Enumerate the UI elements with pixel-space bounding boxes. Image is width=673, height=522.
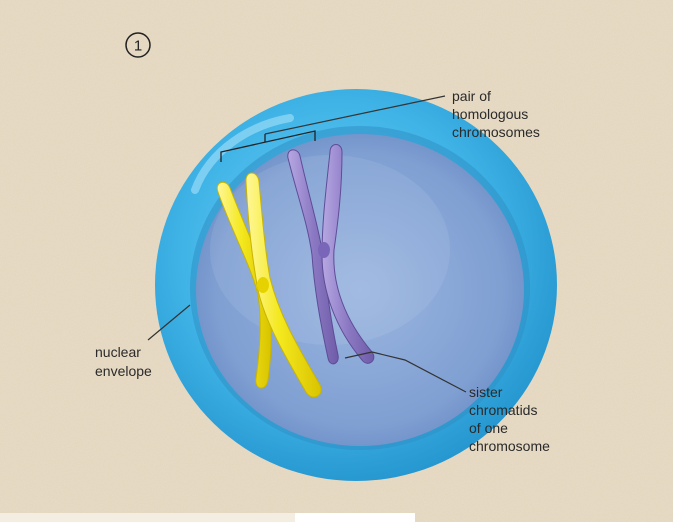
purple-centromere	[318, 242, 330, 258]
step-number-text: 1	[134, 38, 142, 55]
label-chromatids-line1: sister	[469, 384, 503, 400]
label-homologous-line2: homologous	[452, 106, 528, 122]
label-chromatids-line4: chromosome	[469, 438, 550, 454]
label-envelope-line1: nuclear	[95, 344, 141, 360]
label-homologous-line1: pair of	[452, 88, 491, 104]
bottom-strip-right	[295, 513, 415, 522]
label-chromatids-line2: chromatids	[469, 402, 537, 418]
bottom-strip-left	[0, 513, 295, 522]
label-homologous-line3: chromosomes	[452, 124, 540, 140]
yellow-centromere	[257, 277, 269, 293]
label-chromatids-line3: of one	[469, 420, 508, 436]
label-envelope-line2: envelope	[95, 363, 152, 379]
